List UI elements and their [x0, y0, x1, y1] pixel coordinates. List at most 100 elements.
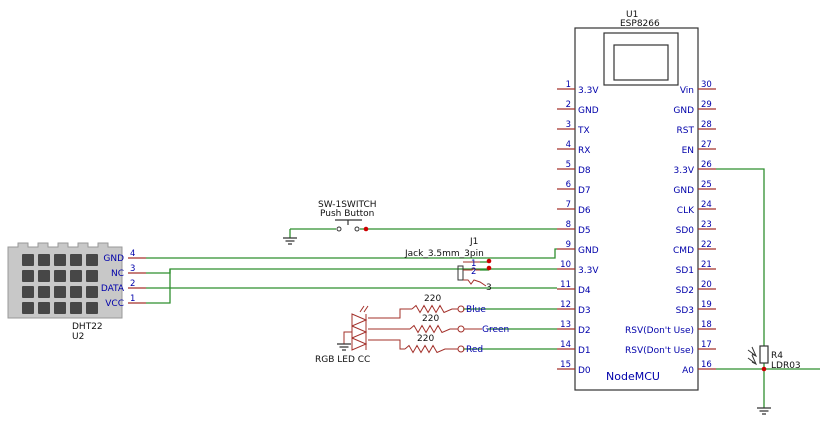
- mcu-pin-number: 22: [701, 240, 712, 250]
- jack-value: Jack_3.5mm_3pin: [404, 249, 484, 259]
- dht-grid-cell: [86, 286, 98, 298]
- mcu-pin-name: RSV(Don't Use): [625, 326, 694, 336]
- led-emission-arrows: [359, 305, 369, 313]
- dht-grid-cell: [54, 270, 66, 282]
- mcu-pin-name: CLK: [677, 206, 695, 216]
- resistor-value: 220: [417, 334, 434, 344]
- jack-sleeve: [457, 265, 464, 281]
- switch-value: Push Button: [320, 209, 374, 219]
- dht-grid-cell: [38, 302, 50, 314]
- mcu-pin-number: 20: [701, 280, 712, 290]
- dht-grid-cell: [54, 254, 66, 266]
- mcu-pin-number: 14: [560, 340, 571, 350]
- esp-antenna-inner: [613, 44, 669, 81]
- resistor-value: 220: [424, 294, 441, 304]
- mcu-pin-name: D2: [578, 326, 591, 336]
- mcu-pin-name: D4: [578, 286, 591, 296]
- wire-3v3-to-ldr: [716, 168, 765, 346]
- led-diodes: [351, 313, 368, 351]
- led-leads: [368, 308, 412, 350]
- ldr-sensor: R4 LDR03: [747, 345, 801, 372]
- mcu-pin-name: SD2: [676, 286, 694, 296]
- jack-pin-2: 2: [471, 267, 476, 277]
- wire-dht-vcc-to-3v3: [146, 269, 171, 304]
- dht-grid-cell: [86, 254, 98, 266]
- mcu-pin-number: 5: [566, 160, 571, 170]
- jack-contacts: [463, 261, 487, 287]
- switch-junction: [363, 226, 369, 232]
- mcu-ref: U1: [626, 10, 638, 20]
- mcu-pin-name: D3: [578, 306, 591, 316]
- resistor-red: [404, 344, 458, 354]
- mcu-pin-number: 8: [566, 220, 571, 230]
- net-flag-green: [457, 325, 465, 333]
- dht-grid: [22, 254, 98, 314]
- mcu-pin-name: TX: [577, 126, 590, 136]
- switch-contact-a: [336, 226, 342, 232]
- mcu-pin-number: 27: [701, 140, 712, 150]
- mcu-pin-number: 12: [560, 300, 571, 310]
- switch-contact-b: [354, 226, 360, 232]
- mcu-pin-name: 3.3V: [578, 266, 599, 276]
- resistor-value: 220: [422, 314, 439, 324]
- dht-grid-cell: [38, 286, 50, 298]
- wire-dht-nc-to-3v3: [146, 268, 557, 274]
- dht-ref: U2: [72, 332, 84, 342]
- mcu-pin-name: D0: [578, 366, 591, 376]
- dht-pin-name: NC: [111, 269, 124, 279]
- resistor-blue: [411, 304, 458, 314]
- led-value: RGB LED CC: [315, 355, 370, 365]
- dht-grid-cell: [22, 254, 34, 266]
- mcu-pin-name: EN: [682, 146, 694, 156]
- mcu-pin-number: 15: [560, 360, 571, 370]
- mcu-pin-name: RSV(Don't Use): [625, 346, 694, 356]
- net-label-green: Green: [482, 325, 509, 335]
- dht-grid-cell: [70, 302, 82, 314]
- mcu-pin-name: D7: [578, 186, 591, 196]
- dht-grid-cell: [38, 270, 50, 282]
- mcu-pin-name: SD0: [676, 226, 695, 236]
- net-flag-red: [457, 345, 465, 353]
- rgb-led-body: [343, 305, 369, 351]
- mcu-pin-number: 9: [566, 240, 571, 250]
- mcu-pin-name: SD3: [676, 306, 694, 316]
- ground-symbol-ldr: [757, 407, 771, 415]
- mcu-right-pins: 30Vin29GND28RST27EN263.3V25GND24CLK23SD0…: [625, 80, 716, 376]
- mcu-pin-name: A0: [682, 366, 694, 376]
- jack-ref: J1: [469, 237, 478, 247]
- ldr-value: LDR03: [771, 361, 801, 371]
- ground-symbol-switch: [283, 237, 297, 245]
- mcu-pin-number: 2: [566, 100, 571, 110]
- net-label-red: Red: [466, 345, 483, 355]
- mcu-pin-name: SD1: [676, 266, 694, 276]
- dht-grid-cell: [22, 302, 34, 314]
- dht-grid-cell: [70, 286, 82, 298]
- mcu-pin-name: 3.3V: [578, 86, 599, 96]
- dht-pin-number: 2: [130, 279, 135, 289]
- jack-junction-2: [486, 265, 492, 271]
- dht-pin-number: 1: [130, 294, 135, 304]
- dht-grid-cell: [86, 302, 98, 314]
- switch-ref: SW-1SWITCH: [318, 200, 377, 210]
- mcu-pin-name: D5: [578, 226, 591, 236]
- mcu-pin-number: 17: [701, 340, 712, 350]
- wire-dht-gnd-to-gnd: [146, 248, 557, 259]
- dht-grid-cell: [22, 270, 34, 282]
- ldr-body: [759, 345, 769, 364]
- jack-pin-1: 1: [471, 259, 476, 269]
- mcu-pin-name: GND: [673, 106, 694, 116]
- mcu-pin-name: D6: [578, 206, 591, 216]
- mcu-pin-number: 30: [701, 80, 712, 90]
- mcu-pin-name: D8: [578, 166, 591, 176]
- mcu-pin-number: 7: [566, 200, 571, 210]
- audio-jack: J1 Jack_3.5mm_3pin 1 2 3: [404, 237, 492, 293]
- mcu-pin-number: 24: [701, 200, 712, 210]
- mcu-pin-name: GND: [578, 246, 599, 256]
- mcu-left-pins: 13.3V2GND3TX4RX5D86D77D68D59GND103.3V11D…: [557, 80, 599, 376]
- dht-grid-cell: [22, 286, 34, 298]
- rgb-led: RGB LED CC: [315, 305, 370, 365]
- ldr-ref: R4: [771, 351, 783, 361]
- mcu-pin-name: RST: [677, 126, 695, 136]
